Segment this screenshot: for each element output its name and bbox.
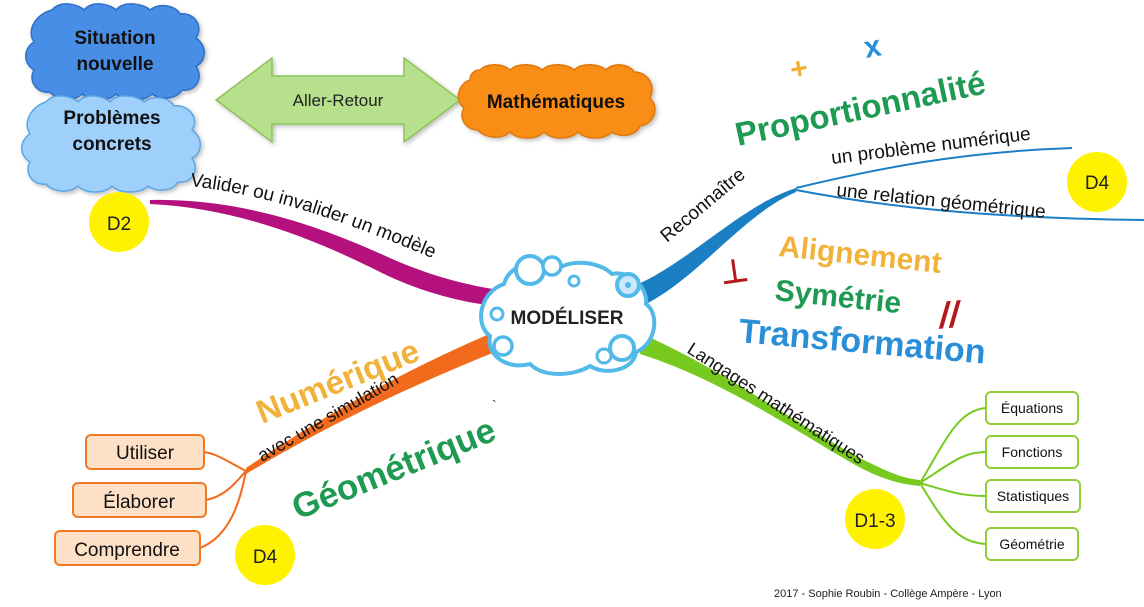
situation-nouvelle-cloud: Situation nouvelle [25,3,205,101]
fonctions-label: Fonctions [1002,444,1063,460]
problemes-line1: Problèmes [63,108,160,129]
mathematiques-cloud: Mathématiques [457,64,656,139]
reconnaitre-branch [634,188,796,304]
times-symbol: x [861,29,883,64]
simulation-fork [199,451,247,549]
valider-branch [150,199,500,306]
modeliser-central-node: MODÉLISER [479,254,657,376]
problemes-concrets-cloud: Problèmes concrets [21,95,201,193]
statistiques-label: Statistiques [997,488,1069,504]
badge-d2: D2 [89,192,149,252]
badge-d1-3-label: D1-3 [854,511,895,532]
reconnaitre-label: Reconnaître [657,164,750,247]
perpendicular-symbol: ⊥ [718,251,751,291]
box-equations: Équations [985,391,1079,425]
reconnaitre-upper-line [795,147,1073,189]
badge-d4-right-label: D4 [1085,173,1110,194]
footer-credit: 2017 - Sophie Roubin - Collège Ampère - … [774,588,1002,600]
box-elaborer: Élaborer [72,482,207,518]
valider-label: Valider ou invalider un modèle [189,170,439,263]
alignement-word: Alignement [777,230,943,280]
reconnaitre-lower-line [795,189,1144,221]
equations-label: Équations [1001,400,1063,416]
probleme-numerique-label: un problème numérique [830,124,1032,169]
badge-d4-left-label: D4 [253,547,278,568]
langages-branch [640,334,920,486]
parallel-symbol: // [935,293,964,336]
relation-geometrique-label: une relation géométrique [835,180,1046,223]
box-statistiques: Statistiques [985,479,1081,513]
badge-d4-right: D4 [1067,152,1127,212]
elaborer-label: Élaborer [103,492,175,513]
box-fonctions: Fonctions [985,435,1079,469]
langages-fork [919,407,987,545]
plus-symbol: + [787,51,810,87]
aller-retour-arrow: Aller-Retour [214,56,462,144]
badge-d1-3: D1-3 [845,489,905,549]
simulation-branch [246,332,500,474]
backtick-mark: ` [492,397,497,413]
badge-d4-left: D4 [235,525,295,585]
situation-line2: nouvelle [76,54,153,75]
box-comprendre: Comprendre [54,530,201,566]
comprendre-label: Comprendre [74,540,180,561]
modeliser-label: MODÉLISER [511,307,624,329]
mathematiques-label: Mathématiques [487,92,625,113]
box-geometrie: Géométrie [985,527,1079,561]
box-utiliser: Utiliser [85,434,205,470]
situation-line1: Situation [74,28,155,49]
utiliser-label: Utiliser [116,443,175,464]
problemes-line2: concrets [72,134,151,155]
symetrie-word: Symétrie [773,274,903,320]
badge-d2-label: D2 [107,214,131,235]
geometrie-label: Géométrie [999,536,1065,552]
aller-retour-label: Aller-Retour [293,91,384,110]
